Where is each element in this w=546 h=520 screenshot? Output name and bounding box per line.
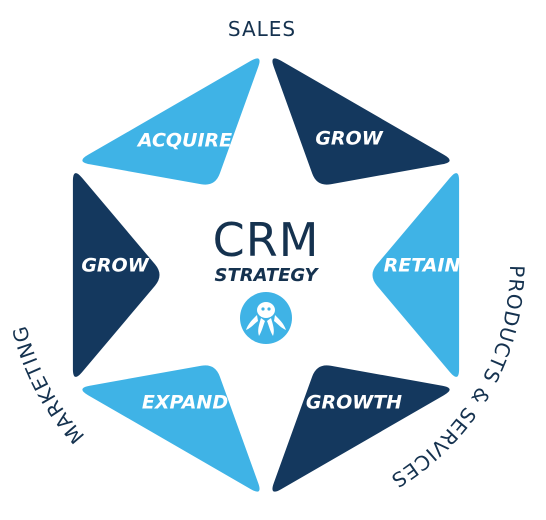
segment-grow-left [72,173,160,377]
octopus-icon [240,292,292,344]
segment-label-grow-left: GROW [81,255,149,277]
center-title: CRM [213,213,320,267]
segment-label-retain: RETAIN [384,255,461,277]
segment-growth [272,365,450,492]
segment-label-expand: EXPAND [142,392,228,414]
center-subtitle: STRATEGY [215,265,320,286]
segment-layer [72,58,460,492]
segment-grow-top [272,58,450,185]
segment-label-acquire: ACQUIRE [136,130,232,152]
segment-retain [372,173,460,377]
segment-acquire [82,58,260,185]
segment-label-growth: GROWTH [306,392,402,414]
segment-expand [82,365,260,492]
segment-label-grow-top: GROW [315,128,383,150]
ring-label-sales: SALES [228,17,296,41]
center-circle [164,173,368,377]
